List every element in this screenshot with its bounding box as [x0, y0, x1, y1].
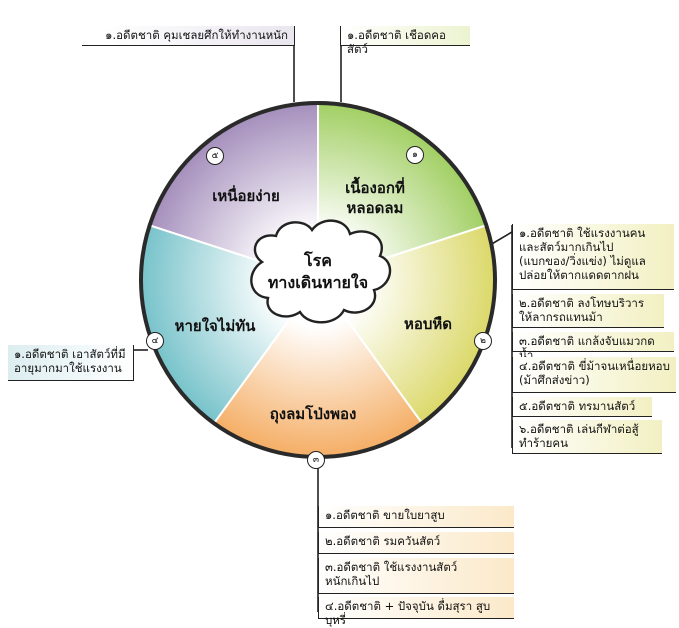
segment-3-label: ถุงลมโป่งพอง [269, 405, 357, 423]
cause-right-4: ๔.อดีตชาติ ขี่ม้าจนเหนื่อยหอบ (ม้าศึกส่ง… [512, 357, 676, 393]
segment-4-number: ๔ [146, 332, 164, 350]
segment-2-number: ๒ [474, 332, 492, 350]
segment-3-number: ๓ [307, 451, 325, 469]
cause-left: ๑.อดีตชาติ เอาสัตว์ที่มี อายุมากมาใช้แรง… [8, 345, 134, 381]
segment-2-label: หอบหืด [403, 315, 453, 333]
cause-right-2: ๒.อดีตชาติ ลงโทษบริวาร ให้ลากรถแทนม้า [512, 294, 664, 328]
center-cloud [250, 219, 392, 324]
cause-right-3: ๓.อดีตชาติ แกล้งจับแมวกดน้ำ [512, 332, 674, 362]
cause-bottom-3: ๓.อดีตชาติ ใช้แรงงานสัตว์ หนักเกินไป [318, 558, 514, 594]
cause-top-right: ๑.อดีตชาติ เชือดคอสัตว์ [340, 26, 470, 56]
segment-5-number: ๕ [206, 147, 224, 165]
cause-bottom-1: ๑.อดีตชาติ ขายใบยาสูบ [318, 506, 514, 528]
cause-top-left: ๑.อดีตชาติ คุมเชลยศึกให้ทำงานหนัก [82, 26, 295, 46]
segment-1-label: เนื้องอกที่ หลอดลม [345, 179, 405, 217]
segment-5-label: เหนื่อยง่าย [212, 187, 280, 205]
segment-1-number: ๑ [406, 146, 424, 164]
cause-bottom-4: ๔.อดีตชาติ + ปัจจุบัน ดื่มสุรา สูบบุหรี่ [318, 597, 514, 627]
cause-right-6: ๖.อดีตชาติ เล่นกีฬาต่อสู้ ทำร้ายคน [512, 420, 662, 454]
cause-right-1: ๑.อดีตชาติ ใช้แรงงานคน และสัตว์มากเกินไป… [512, 224, 674, 290]
cause-right-5: ๕.อดีตชาติ ทรมานสัตว์ [512, 397, 652, 417]
connector-line [489, 231, 513, 246]
segment-4-label: หายใจไม่ทัน [174, 317, 256, 335]
cause-bottom-2: ๒.อดีตชาติ รมควันสัตว์ [318, 532, 514, 554]
center-title: โรค ทางเดินหายใจ [267, 251, 369, 292]
